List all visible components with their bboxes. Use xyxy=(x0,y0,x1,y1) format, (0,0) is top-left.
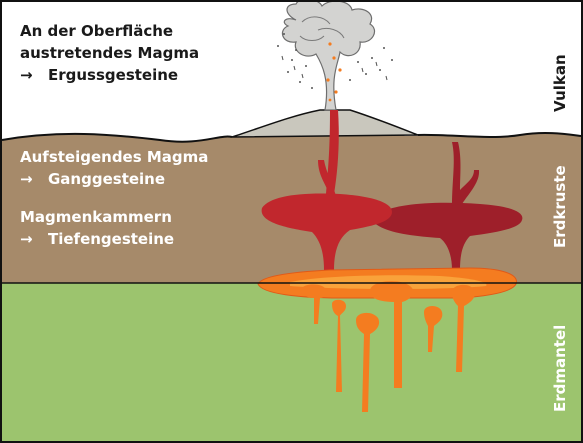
chamber-label-result: Tiefengesteine xyxy=(48,230,174,248)
zone-label-crust: Erdkruste xyxy=(551,165,569,248)
surface-label-result: Ergussgesteine xyxy=(48,66,178,84)
zone-label-mantle: Erdmantel xyxy=(551,325,569,412)
zone-label-volcano: Vulkan xyxy=(551,54,569,112)
arrow-right-icon: → xyxy=(20,170,33,188)
arrow-right-icon: → xyxy=(20,230,33,248)
surface-label-line2: austretendes Magma xyxy=(20,44,199,62)
ascending-label-result: Ganggesteine xyxy=(48,170,165,188)
ascending-label-line1: Aufsteigendes Magma xyxy=(20,148,208,166)
mantle-layer xyxy=(2,282,581,441)
surface-label-line1: An der Oberfläche xyxy=(20,22,173,40)
chamber-label-line1: Magmenkammern xyxy=(20,208,172,226)
arrow-right-icon: → xyxy=(20,66,33,84)
